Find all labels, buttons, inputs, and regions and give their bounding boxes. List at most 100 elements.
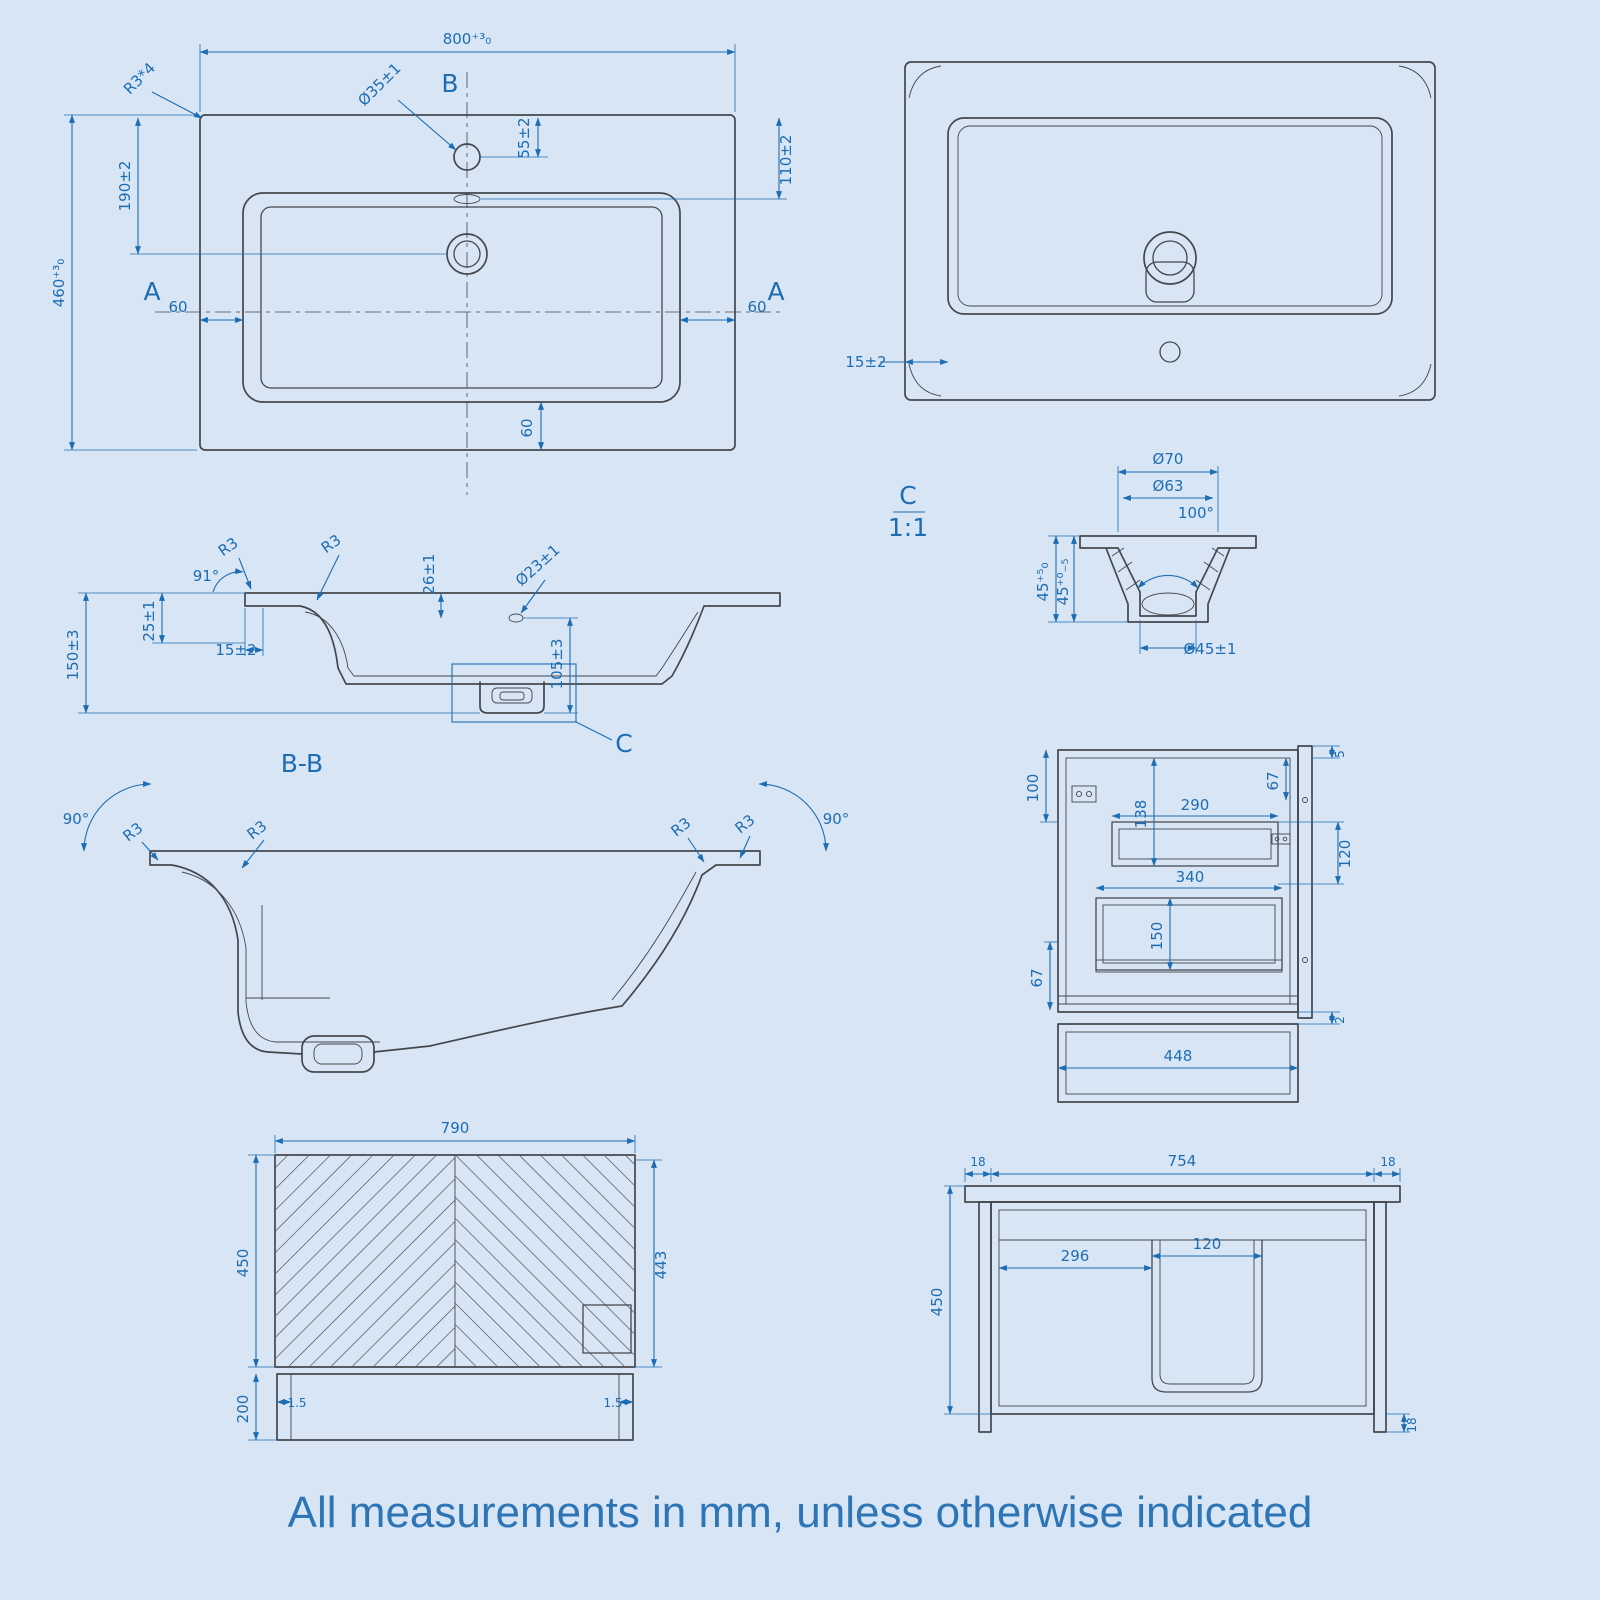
dim-front-height: 450 [234, 1249, 252, 1278]
drain-boss-inner [1152, 240, 1188, 276]
dim-angle-right: 90° [823, 810, 850, 828]
section-letter-a-left: A [143, 277, 160, 306]
section-letter-a-right: A [767, 277, 784, 306]
dim-lip: 15±2 [215, 641, 256, 659]
dim-angle-left: 90° [63, 810, 90, 828]
dim-opening-width: 340 [1176, 868, 1205, 886]
dim-front-width: 790 [441, 1119, 470, 1137]
dim-opening-height: 150 [1148, 922, 1166, 951]
frame-top-rail [964, 1185, 1401, 1203]
dim-r1: R3 [120, 819, 147, 845]
front-chevron-view: 790 1.5 1.5 450 200 443 [234, 1119, 670, 1441]
dim-rim-right: 60 [747, 298, 766, 316]
front-frame-view: 18 754 18 296 120 450 18 [928, 1152, 1419, 1433]
basin-rim-inner [260, 206, 663, 389]
section-bb-view: B-B 90° 90° R3 R3 R3 R3 [63, 749, 850, 1073]
detail-scale: 1:1 [888, 513, 928, 542]
dim-frame-bottom: 18 [1405, 1417, 1419, 1432]
siphon-channel [1151, 1240, 1263, 1393]
drain-tab [1145, 261, 1195, 303]
cabinet-side-panel [1297, 745, 1313, 1019]
cabinet-section-view: 100 138 290 67 5 120 340 150 67 2 448 [1024, 745, 1354, 1103]
detail-c-view: C 1:1 Ø70 Ø63 100° 45⁺⁵₀ 45⁺⁰₋₅ Ø45±1 [888, 450, 1257, 658]
dim-gap-left: 1.5 [287, 1396, 306, 1410]
dim-panel: 5 [1333, 750, 1347, 758]
dim-drawer-height: 120 [1336, 840, 1354, 869]
hinge-plate [1071, 785, 1097, 803]
dim-gap: 2 [1333, 1016, 1347, 1024]
fixing-hole [1159, 341, 1181, 363]
dim-channel: 120 [1193, 1235, 1222, 1253]
dim-plinth-height: 200 [234, 1395, 252, 1424]
section-bb-title: B-B [281, 749, 323, 778]
dim-depth: 460⁺³₀ [50, 259, 68, 308]
underside-outline [904, 61, 1436, 401]
dim-rim-depth: 25±1 [140, 600, 158, 641]
dim-bottom-offset: 67 [1028, 968, 1046, 987]
dim-drain-offset: 190±2 [116, 161, 134, 212]
dim-slide-drop: 138 [1132, 800, 1150, 829]
dim-rim-bottom: 60 [518, 418, 536, 437]
dim-base-width: 448 [1164, 1047, 1193, 1065]
frame-side-left [978, 1201, 992, 1433]
dim-hinge-offset-top: 67 [1264, 771, 1282, 790]
dim-overflow-drop: 26±1 [420, 553, 438, 594]
plan-top-view: 800⁺³₀ R3*4 Ø35±1 B 55±2 110±2 190±2 460… [50, 30, 795, 495]
dim-width: 800⁺³₀ [443, 30, 492, 48]
dim-frame-width: 754 [1168, 1152, 1197, 1170]
drain-boss-outer [1143, 231, 1197, 285]
section-bb-profile [149, 850, 761, 1055]
dim-rim-angle: 91° [193, 567, 220, 585]
section-aa-profile [244, 592, 781, 685]
dim-door-height: 443 [652, 1251, 670, 1280]
detail-title: C [899, 481, 916, 510]
dim-dia-inner: Ø63 [1153, 477, 1184, 495]
dim-overflow-dia: Ø23±1 [512, 541, 563, 590]
underside-bowl-inner [957, 125, 1383, 307]
section-aa-view: R3 R3 91° 26±1 Ø23±1 150±3 25±1 15±2 105… [64, 531, 781, 758]
dim-r4: R3 [732, 811, 759, 837]
dim-tap-offset: 55±2 [515, 117, 533, 158]
section-letter-b: B [441, 69, 458, 98]
frame-opening [990, 1201, 1375, 1415]
overflow-hole-section [508, 613, 524, 623]
dim-drawer-left: 296 [1061, 1247, 1090, 1265]
basin-outline [199, 114, 736, 451]
measurement-note: All measurements in mm, unless otherwise… [287, 1488, 1313, 1537]
plinth [276, 1373, 634, 1441]
dim-underside-rim: 15±2 [845, 353, 886, 371]
dim-side-right: 18 [1380, 1155, 1395, 1169]
plan-underside-view: 15±2 [845, 61, 1436, 401]
dim-dia-outer: Ø70 [1153, 450, 1184, 468]
drawer-opening [1095, 897, 1283, 971]
detail-c-boundary [451, 663, 577, 723]
dim-height-lower: 45⁺⁰₋₅ [1054, 559, 1072, 606]
dim-basin-height: 150±3 [64, 630, 82, 681]
dim-side-left: 18 [970, 1155, 985, 1169]
chevron-left [276, 1156, 455, 1366]
chevron-right [455, 1156, 634, 1366]
dim-rim-left: 60 [168, 298, 187, 316]
dim-overflow-offset: 110±2 [777, 135, 795, 186]
basin-rim-outer [242, 192, 681, 403]
frame-side-right [1373, 1201, 1387, 1433]
dim-r2: R3 [244, 817, 271, 843]
cabinet-base [1057, 1023, 1299, 1103]
dim-r-bowl: R3 [318, 531, 345, 557]
dim-gap-right: 1.5 [603, 1396, 622, 1410]
drain-detail-profile [1079, 535, 1257, 623]
dim-r3: R3 [668, 814, 695, 840]
dim-top-rail: 100 [1024, 774, 1042, 803]
dim-drawer-width: 290 [1181, 796, 1210, 814]
dim-dia-bottom: Ø45±1 [1183, 640, 1236, 658]
underside-bowl-outer [947, 117, 1393, 315]
dim-frame-height: 450 [928, 1288, 946, 1317]
dim-height-upper: 45⁺⁵₀ [1034, 562, 1052, 601]
trap-boss [301, 1035, 375, 1073]
drain-boss-section [479, 681, 545, 714]
dim-tap-hole: Ø35±1 [354, 59, 404, 109]
detail-c-letter: C [615, 729, 632, 758]
dim-r-rim: R3 [215, 534, 242, 560]
front-detail-square [582, 1304, 632, 1354]
